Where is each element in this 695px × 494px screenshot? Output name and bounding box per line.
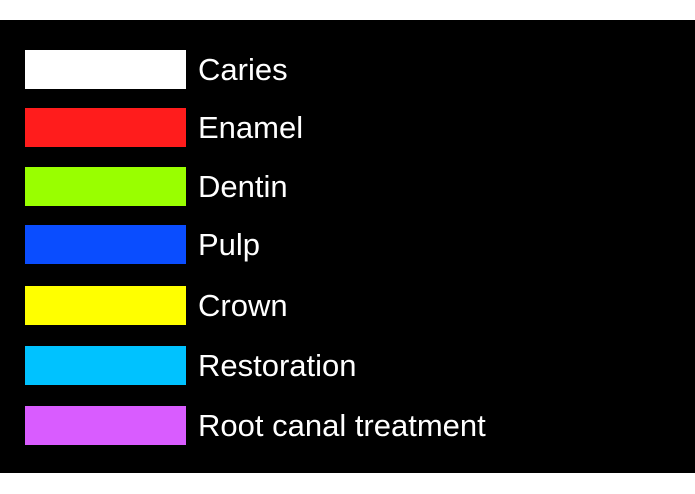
- pulp-label: Pulp: [198, 227, 261, 262]
- enamel-label: Enamel: [198, 110, 304, 145]
- legend-item-pulp: Pulp: [0, 225, 695, 265]
- legend-panel: Caries Enamel Dentin Pulp Crown Restorat…: [0, 20, 695, 473]
- legend-item-crown: Crown: [0, 286, 695, 326]
- pulp-color-swatch: [25, 225, 186, 264]
- root-canal-treatment-label: Root canal treatment: [198, 408, 486, 443]
- dentin-color-swatch: [25, 167, 186, 206]
- crown-color-swatch: [25, 286, 186, 325]
- legend-item-dentin: Dentin: [0, 167, 695, 207]
- restoration-label: Restoration: [198, 348, 357, 383]
- legend-item-restoration: Restoration: [0, 346, 695, 386]
- legend-item-enamel: Enamel: [0, 108, 695, 148]
- root-canal-treatment-color-swatch: [25, 406, 186, 445]
- legend-item-caries: Caries: [0, 50, 695, 90]
- legend-item-root-canal-treatment: Root canal treatment: [0, 406, 695, 446]
- crown-label: Crown: [198, 288, 288, 323]
- caries-label: Caries: [198, 52, 288, 87]
- enamel-color-swatch: [25, 108, 186, 147]
- restoration-color-swatch: [25, 346, 186, 385]
- caries-color-swatch: [25, 50, 186, 89]
- dentin-label: Dentin: [198, 169, 288, 204]
